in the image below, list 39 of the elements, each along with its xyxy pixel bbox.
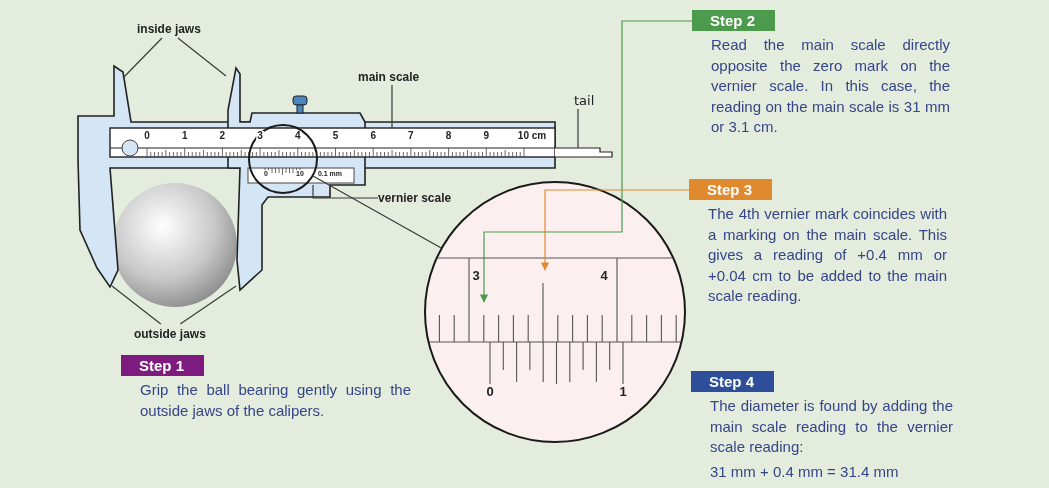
scale-number: 1 [619, 384, 627, 399]
scale-number: 4 [294, 131, 302, 141]
part-label: vernier scale [378, 190, 452, 205]
scale-number: 9 [482, 131, 491, 141]
connector-line [312, 175, 442, 249]
step-text: The 4th vernier mark coincides with a marking on the main scale. This gives a reading of +0.4 mm or +0.04 cm to be added to the main scale reading. [708, 204, 947, 306]
leader-line [391, 84, 393, 129]
scale-number: 0 [143, 131, 151, 141]
step-text: Read the main scale directly opposite the zero mark on the vernier scale. In this case, the reading on the main scale is 31 mm or 3.1 cm. [711, 35, 950, 137]
step-heading: Step 2 [692, 10, 775, 31]
step-heading: Step 3 [689, 179, 772, 200]
part-label: outside jaws [134, 326, 206, 341]
leader-line [111, 285, 162, 325]
scale-number: 7 [407, 131, 415, 141]
scale-number: 6 [369, 131, 377, 141]
leader-line [312, 184, 379, 199]
leader-line [179, 285, 237, 325]
scale-number: 5 [331, 131, 340, 141]
scale-number: 8 [444, 131, 453, 141]
equation-text: 31 mm + 0.4 mm = 31.4 mm [710, 461, 900, 482]
scale-number: 0 [486, 384, 494, 399]
scale-number: 2 [218, 131, 227, 141]
leader-line [122, 37, 163, 79]
step-text: Grip the ball bearing gently using the outside jaws of the calipers. [140, 380, 411, 421]
arrow [479, 20, 693, 303]
step-heading: Step 4 [691, 371, 774, 392]
step-text: The diameter is found by adding the main scale reading to the vernier scale reading: [710, 396, 953, 457]
arrow [540, 189, 690, 271]
scale-number: 3 [256, 131, 264, 141]
part-label: main scale [358, 69, 420, 84]
part-label: inside jaws [137, 21, 201, 36]
lens-circle [248, 124, 318, 194]
scale-number: 4 [600, 268, 608, 283]
part-label: tail [574, 93, 595, 108]
leader-line [577, 108, 579, 149]
scale-number: 3 [472, 268, 480, 283]
step-heading: Step 1 [121, 355, 204, 376]
scale-number: 1 [180, 131, 189, 141]
scale-number: 10 cm [516, 131, 548, 141]
